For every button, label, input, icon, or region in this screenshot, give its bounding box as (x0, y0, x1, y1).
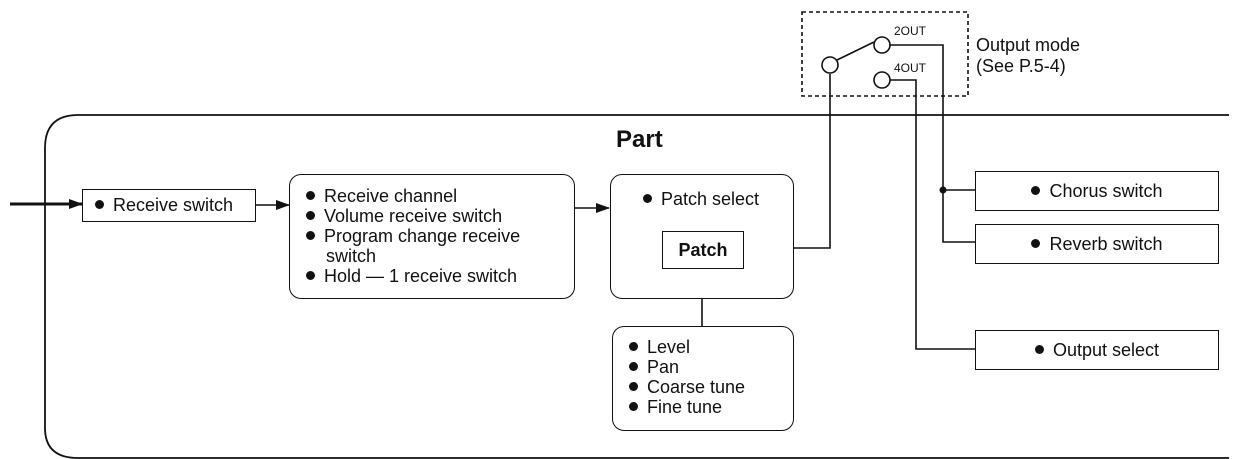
volume-receive-switch-label: Volume receive switch (324, 206, 503, 226)
patch-params-box: Level Pan Coarse tune Fine tune (612, 326, 794, 431)
patch-label: Patch (678, 240, 728, 260)
terminal-4out (873, 71, 891, 89)
bullet-icon (306, 271, 315, 280)
program-change-label: Program change receive (324, 226, 521, 246)
pan-label: Pan (647, 357, 680, 377)
part-frame (44, 114, 1229, 459)
bullet-icon (1034, 345, 1044, 354)
patch-select-box: Patch select Patch (610, 174, 794, 299)
bullet-icon (95, 200, 104, 209)
patch-box: Patch (662, 231, 744, 269)
bullet-icon (306, 231, 315, 240)
chorus-switch-box: Chorus switch (975, 171, 1219, 211)
receive-settings-box: Receive channel Volume receive switch Pr… (289, 174, 575, 299)
bullet-icon (643, 194, 652, 203)
bullet-icon (629, 342, 638, 351)
fine-tune-label: Fine tune (647, 397, 723, 417)
label-4out: 4OUT (894, 61, 927, 75)
level-label: Level (647, 337, 691, 357)
hold-receive-switch-label: Hold — 1 receive switch (324, 266, 518, 286)
line-4out (890, 79, 975, 350)
terminal-2out (873, 36, 891, 54)
bullet-icon (1031, 186, 1041, 195)
junction-dot (939, 186, 947, 194)
bullet-icon (629, 362, 638, 371)
program-change-label-wrap: switch (326, 246, 377, 266)
receive-switch-box: Receive switch (82, 189, 256, 222)
output-select-box: Output select (975, 330, 1219, 370)
bullet-icon (629, 382, 638, 391)
part-title: Part (616, 126, 663, 153)
bullet-icon (629, 402, 638, 411)
bullet-icon (306, 191, 315, 200)
output-select-label: Output select (1052, 340, 1160, 360)
switch-lever (836, 41, 875, 61)
line-2out (890, 44, 975, 243)
output-mode-ref: (See P.5-4) (976, 56, 1066, 76)
reverb-switch-label: Reverb switch (1049, 234, 1163, 254)
reverb-switch-box: Reverb switch (975, 224, 1219, 264)
output-mode-dashed-box (801, 11, 969, 97)
bullet-icon (306, 211, 315, 220)
output-mode-label: Output mode (976, 35, 1081, 55)
label-2out: 2OUT (894, 24, 927, 38)
patch-select-label: Patch select (661, 189, 760, 209)
receive-channel-label: Receive channel (324, 186, 458, 206)
switch-common-terminal (821, 56, 839, 74)
coarse-tune-label: Coarse tune (647, 377, 746, 397)
receive-switch-label: Receive switch (113, 195, 234, 215)
chorus-switch-label: Chorus switch (1049, 181, 1163, 201)
bullet-icon (1031, 239, 1041, 248)
